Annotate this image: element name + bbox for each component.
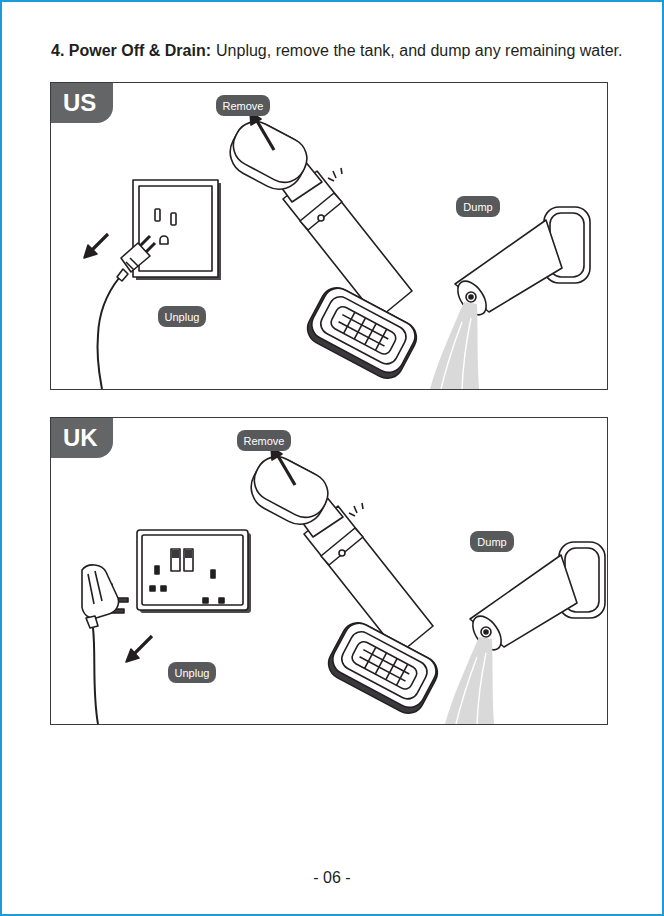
- uk-steamer: [243, 447, 443, 719]
- uk-socket: [155, 566, 159, 574]
- action-label: Unplug: [175, 667, 210, 679]
- action-label: Unplug: [165, 311, 200, 323]
- uk-socket: [142, 535, 243, 605]
- uk-plug: [134, 636, 152, 654]
- page-number-box: - 06 -: [313, 868, 350, 888]
- region-panel: UK RemoveDumpUnplug: [50, 417, 608, 725]
- action-label: Remove: [244, 435, 285, 447]
- us-outlet: [171, 213, 176, 225]
- uk-socket: [172, 550, 179, 558]
- uk-plug: [82, 565, 119, 618]
- uk-plug: [88, 571, 102, 604]
- uk-socket: [211, 570, 215, 578]
- action-badge: Dump: [456, 196, 499, 217]
- us-plug: [84, 234, 155, 389]
- uk-socket: [150, 586, 155, 591]
- uk-plug: [93, 628, 98, 724]
- action-badge: Remove: [216, 95, 271, 116]
- uk-socket: [137, 530, 251, 613]
- uk-socket: [171, 549, 180, 571]
- us-outlet: [160, 236, 168, 244]
- us-outlet: [133, 180, 218, 277]
- uk-plug: [86, 616, 98, 628]
- action-label: Dump: [463, 201, 492, 213]
- us-outlet: [155, 209, 160, 221]
- action-badge: Unplug: [168, 662, 217, 683]
- us-plug: [126, 258, 138, 270]
- step-instruction: Unplug, remove the tank, and dump any re…: [216, 42, 622, 59]
- us-outlet: [133, 180, 221, 280]
- us-plug: [140, 236, 150, 246]
- uk-tank: [445, 542, 605, 724]
- region-tab: US: [51, 83, 113, 123]
- uk-socket: [184, 549, 193, 571]
- action-badge: Dump: [470, 531, 513, 552]
- us-plug: [97, 278, 119, 389]
- uk-socket: [161, 586, 166, 591]
- region-panel: US RemoveDumpUnplug: [50, 82, 608, 390]
- us-plug: [92, 234, 108, 250]
- uk-socket: [137, 530, 248, 610]
- action-label: Dump: [477, 536, 506, 548]
- us-steamer: [222, 112, 422, 384]
- step-title: 4. Power Off & Drain:: [51, 42, 211, 59]
- us-tank: [430, 207, 590, 389]
- step-heading: 4. Power Off & Drain: Unplug, remove the …: [51, 41, 622, 61]
- uk-socket: [185, 550, 192, 558]
- action-label: Remove: [223, 100, 264, 112]
- page-number: - 06 -: [313, 869, 350, 886]
- us-plug: [84, 245, 97, 258]
- action-badge: Unplug: [158, 306, 207, 327]
- us-outlet: [139, 186, 212, 271]
- uk-socket: [203, 598, 208, 603]
- uk-plug: [126, 649, 139, 662]
- action-badge: Remove: [237, 430, 292, 451]
- us-plug: [121, 243, 150, 272]
- region-tab: UK: [51, 418, 113, 458]
- uk-socket: [219, 598, 224, 603]
- uk-plug: [82, 565, 152, 724]
